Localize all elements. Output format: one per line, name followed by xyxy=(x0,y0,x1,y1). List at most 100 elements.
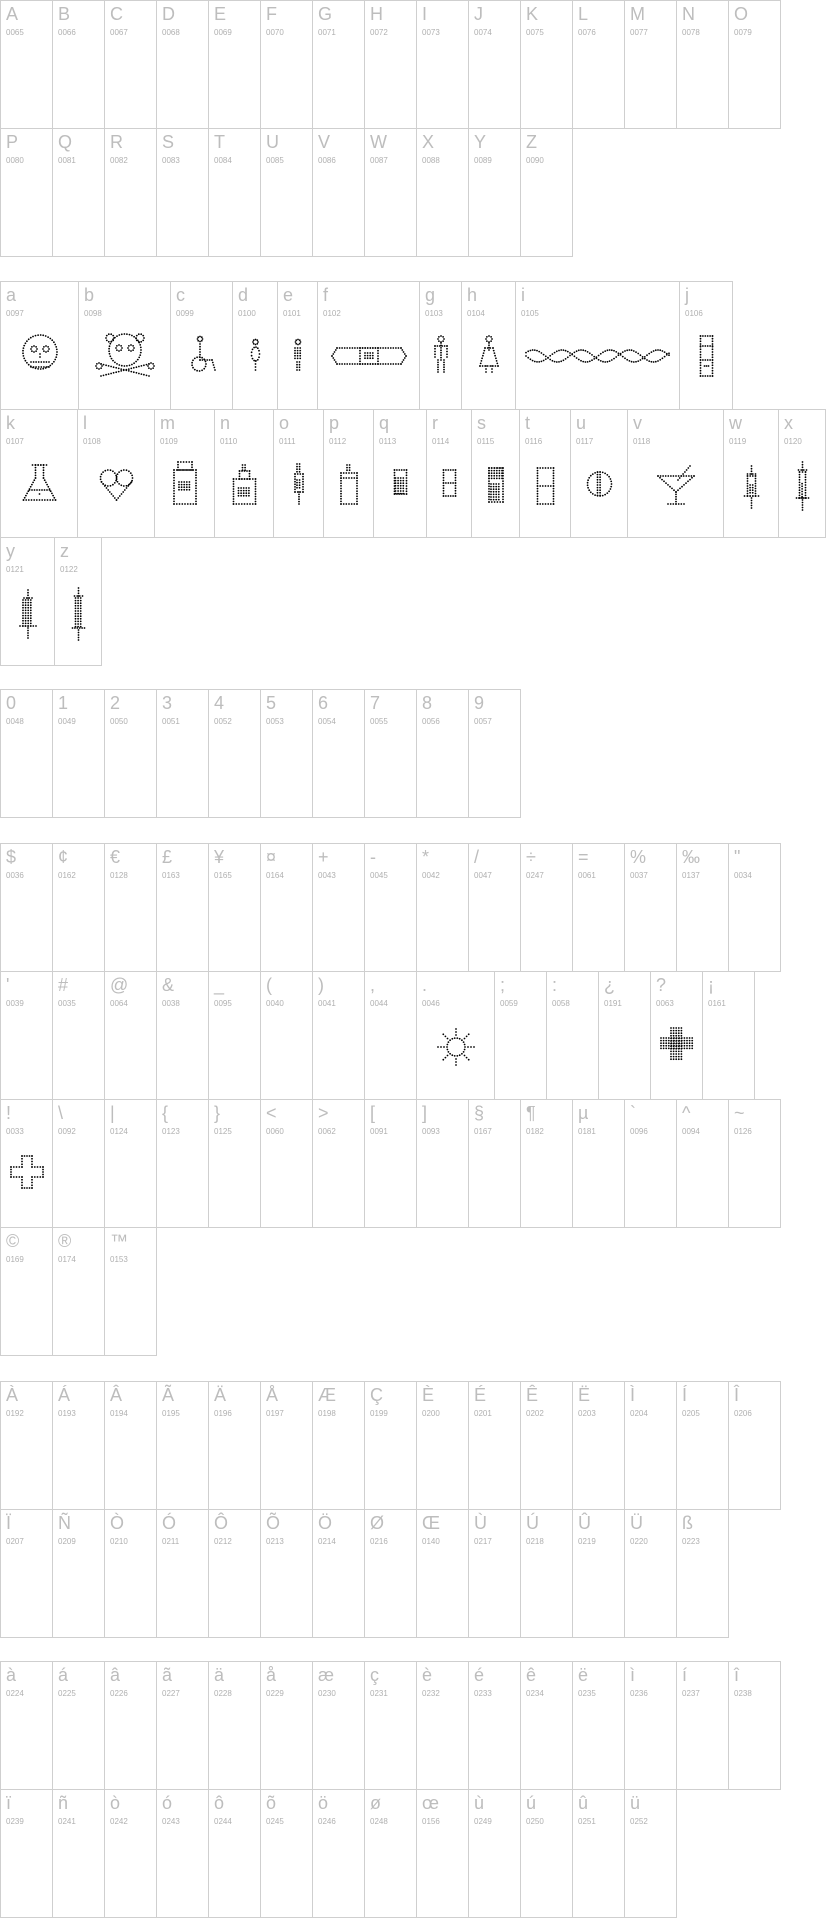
glyph-character: ñ xyxy=(58,1793,69,1813)
glyph-character: 8 xyxy=(422,693,433,713)
glyph-code: 0086 xyxy=(318,156,336,165)
glyph-code: 0217 xyxy=(474,1537,492,1546)
glyph-character: o xyxy=(279,413,290,433)
glyph-character: c xyxy=(176,285,185,305)
glyph-code: 0049 xyxy=(58,717,76,726)
glyph-code: 0091 xyxy=(370,1127,388,1136)
glyph-code: 0243 xyxy=(162,1817,180,1826)
glyph-character: ç xyxy=(370,1665,379,1685)
glyph-cell: %0037 xyxy=(624,843,677,972)
glyph-code: 0163 xyxy=(162,871,180,880)
glyph-character: ô xyxy=(214,1793,225,1813)
glyph-code: 0227 xyxy=(162,1689,180,1698)
glyph-code: 0128 xyxy=(110,871,128,880)
glyph-character: Ü xyxy=(630,1513,643,1533)
glyph-character: O xyxy=(734,4,749,24)
glyph-code: 0055 xyxy=(370,717,388,726)
glyph-code: 0229 xyxy=(266,1689,284,1698)
glyph-code: 0198 xyxy=(318,1409,336,1418)
glyph-code: 0044 xyxy=(370,999,388,1008)
glyph-code: 0234 xyxy=(526,1689,544,1698)
syringe-icon xyxy=(795,461,810,511)
glyph-character: Ç xyxy=(370,1385,383,1405)
glyph-code: 0164 xyxy=(266,871,284,880)
glyph-character: ( xyxy=(266,975,272,995)
capsule-dark-icon xyxy=(488,467,504,503)
glyph-character: e xyxy=(283,285,294,305)
glyph-code: 0101 xyxy=(283,309,301,318)
glyph-character: è xyxy=(422,1665,433,1685)
glyph-code: 0140 xyxy=(422,1537,440,1546)
glyph-character: a xyxy=(6,285,17,305)
glyph-cell: §0167 xyxy=(468,1099,521,1228)
glyph-code: 0181 xyxy=(578,1127,596,1136)
glyph-code: 0207 xyxy=(6,1537,24,1546)
glyph-character: D xyxy=(162,4,175,24)
glyph-character: € xyxy=(110,847,121,867)
glyph-code: 0112 xyxy=(329,437,347,446)
glyph-code: 0174 xyxy=(58,1255,76,1264)
glyph-cell: ¥0165 xyxy=(208,843,261,972)
glyph-code: 0038 xyxy=(162,999,180,1008)
glyph-character: Z xyxy=(526,132,537,152)
glyph-character: 6 xyxy=(318,693,329,713)
glyph-character: } xyxy=(214,1103,221,1123)
glyph-character: Ï xyxy=(6,1513,12,1533)
glyph-character: Q xyxy=(58,132,73,152)
glyph-code: 0122 xyxy=(60,565,78,574)
glyph-code: 0062 xyxy=(318,1127,336,1136)
glyph-character: J xyxy=(474,4,483,24)
glyph-code: 0072 xyxy=(370,28,388,37)
glyph-character: " xyxy=(734,847,741,867)
woman-figure-icon xyxy=(294,338,302,371)
glyph-code: 0167 xyxy=(474,1127,492,1136)
glyph-code: 0191 xyxy=(604,999,622,1008)
glyph-character: N xyxy=(682,4,695,24)
glyph-code: 0248 xyxy=(370,1817,388,1826)
tablet-icon xyxy=(586,471,613,497)
glyph-code: 0099 xyxy=(176,309,194,318)
glyph-code: 0047 xyxy=(474,871,492,880)
glyph-cell: )0041 xyxy=(312,971,365,1100)
glyph-code: 0213 xyxy=(266,1537,284,1546)
glyph-code: 0082 xyxy=(110,156,128,165)
glyph-code: 0233 xyxy=(474,1689,492,1698)
glyph-cell: Ï 0207 xyxy=(0,1509,53,1638)
glyph-cell: {0123 xyxy=(156,1099,209,1228)
glyph-code: 0245 xyxy=(266,1817,284,1826)
glyph-code: 0040 xyxy=(266,999,284,1008)
glyph-cell: `0096 xyxy=(624,1099,677,1228)
glyph-character: Ô xyxy=(214,1513,229,1533)
glyph-character: H xyxy=(370,4,383,24)
